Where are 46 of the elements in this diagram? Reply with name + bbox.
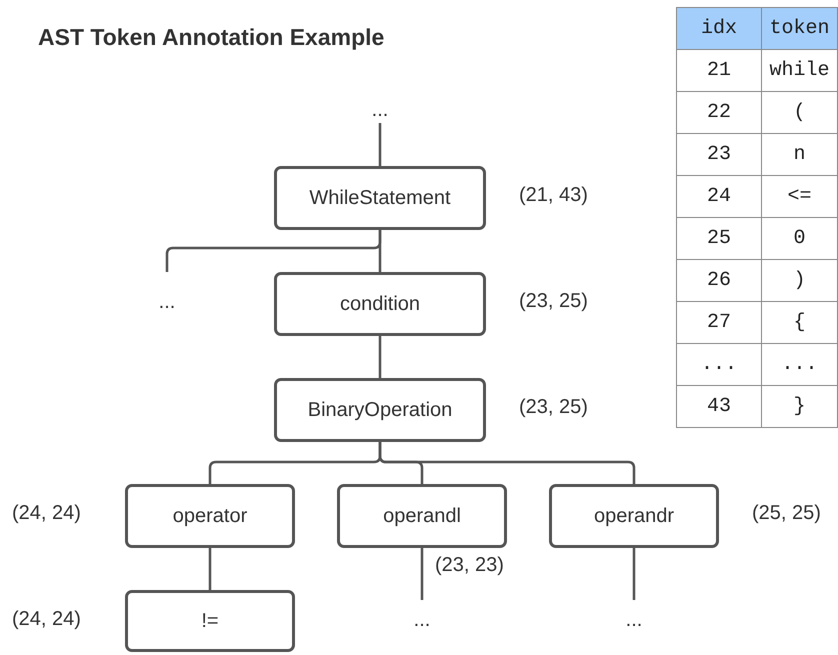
tree-connector [420,547,424,600]
table-cell: 22 [676,92,762,134]
ast-node-box: WhileStatement [274,166,486,230]
token-range-label: (23, 25) [519,290,588,313]
tree-connector [378,123,382,168]
table-cell: { [762,302,838,344]
table-cell: ) [762,260,838,302]
table-cell: 23 [676,134,762,176]
token-range-label: (24, 24) [12,608,81,631]
table-cell: 25 [676,218,762,260]
ast-node-box: BinaryOperation [274,378,486,442]
ast-node-box: operandl [337,484,507,548]
ast-node-box: != [125,590,295,652]
table-cell: n [762,134,838,176]
ellipsis-text: ... [614,598,654,634]
table-cell: 27 [676,302,762,344]
token-range-label: (24, 24) [12,502,81,525]
table-cell: } [762,386,838,428]
table-cell: 43 [676,386,762,428]
tree-connector [208,547,212,592]
table-cell: ( [762,92,838,134]
table-cell: 0 [762,218,838,260]
token-range-label: (25, 25) [752,502,821,525]
ast-node-box: operandr [549,484,719,548]
ellipsis-text: ... [360,78,400,124]
token-range-label: (21, 43) [519,184,588,207]
tree-connector [632,547,636,600]
token-range-label: (23, 23) [435,554,504,577]
token-range-label: (23, 25) [519,396,588,419]
table-cell: 21 [676,50,762,92]
tree-connector [378,335,382,380]
table-cell: while [762,50,838,92]
diagram-title: AST Token Annotation Example [38,24,384,51]
tree-connector [378,441,636,486]
table-cell: 24 [676,176,762,218]
ellipsis-text: ... [402,598,442,634]
ast-node-box: condition [274,272,486,336]
tree-connector [378,229,382,274]
ast-node-box: operator [125,484,295,548]
table-cell: idx [676,8,762,50]
table-cell: ... [676,344,762,386]
table-cell: 26 [676,260,762,302]
table-cell: ... [762,344,838,386]
ellipsis-text: ... [147,270,187,316]
table-cell: <= [762,176,838,218]
table-cell: token [762,8,838,50]
